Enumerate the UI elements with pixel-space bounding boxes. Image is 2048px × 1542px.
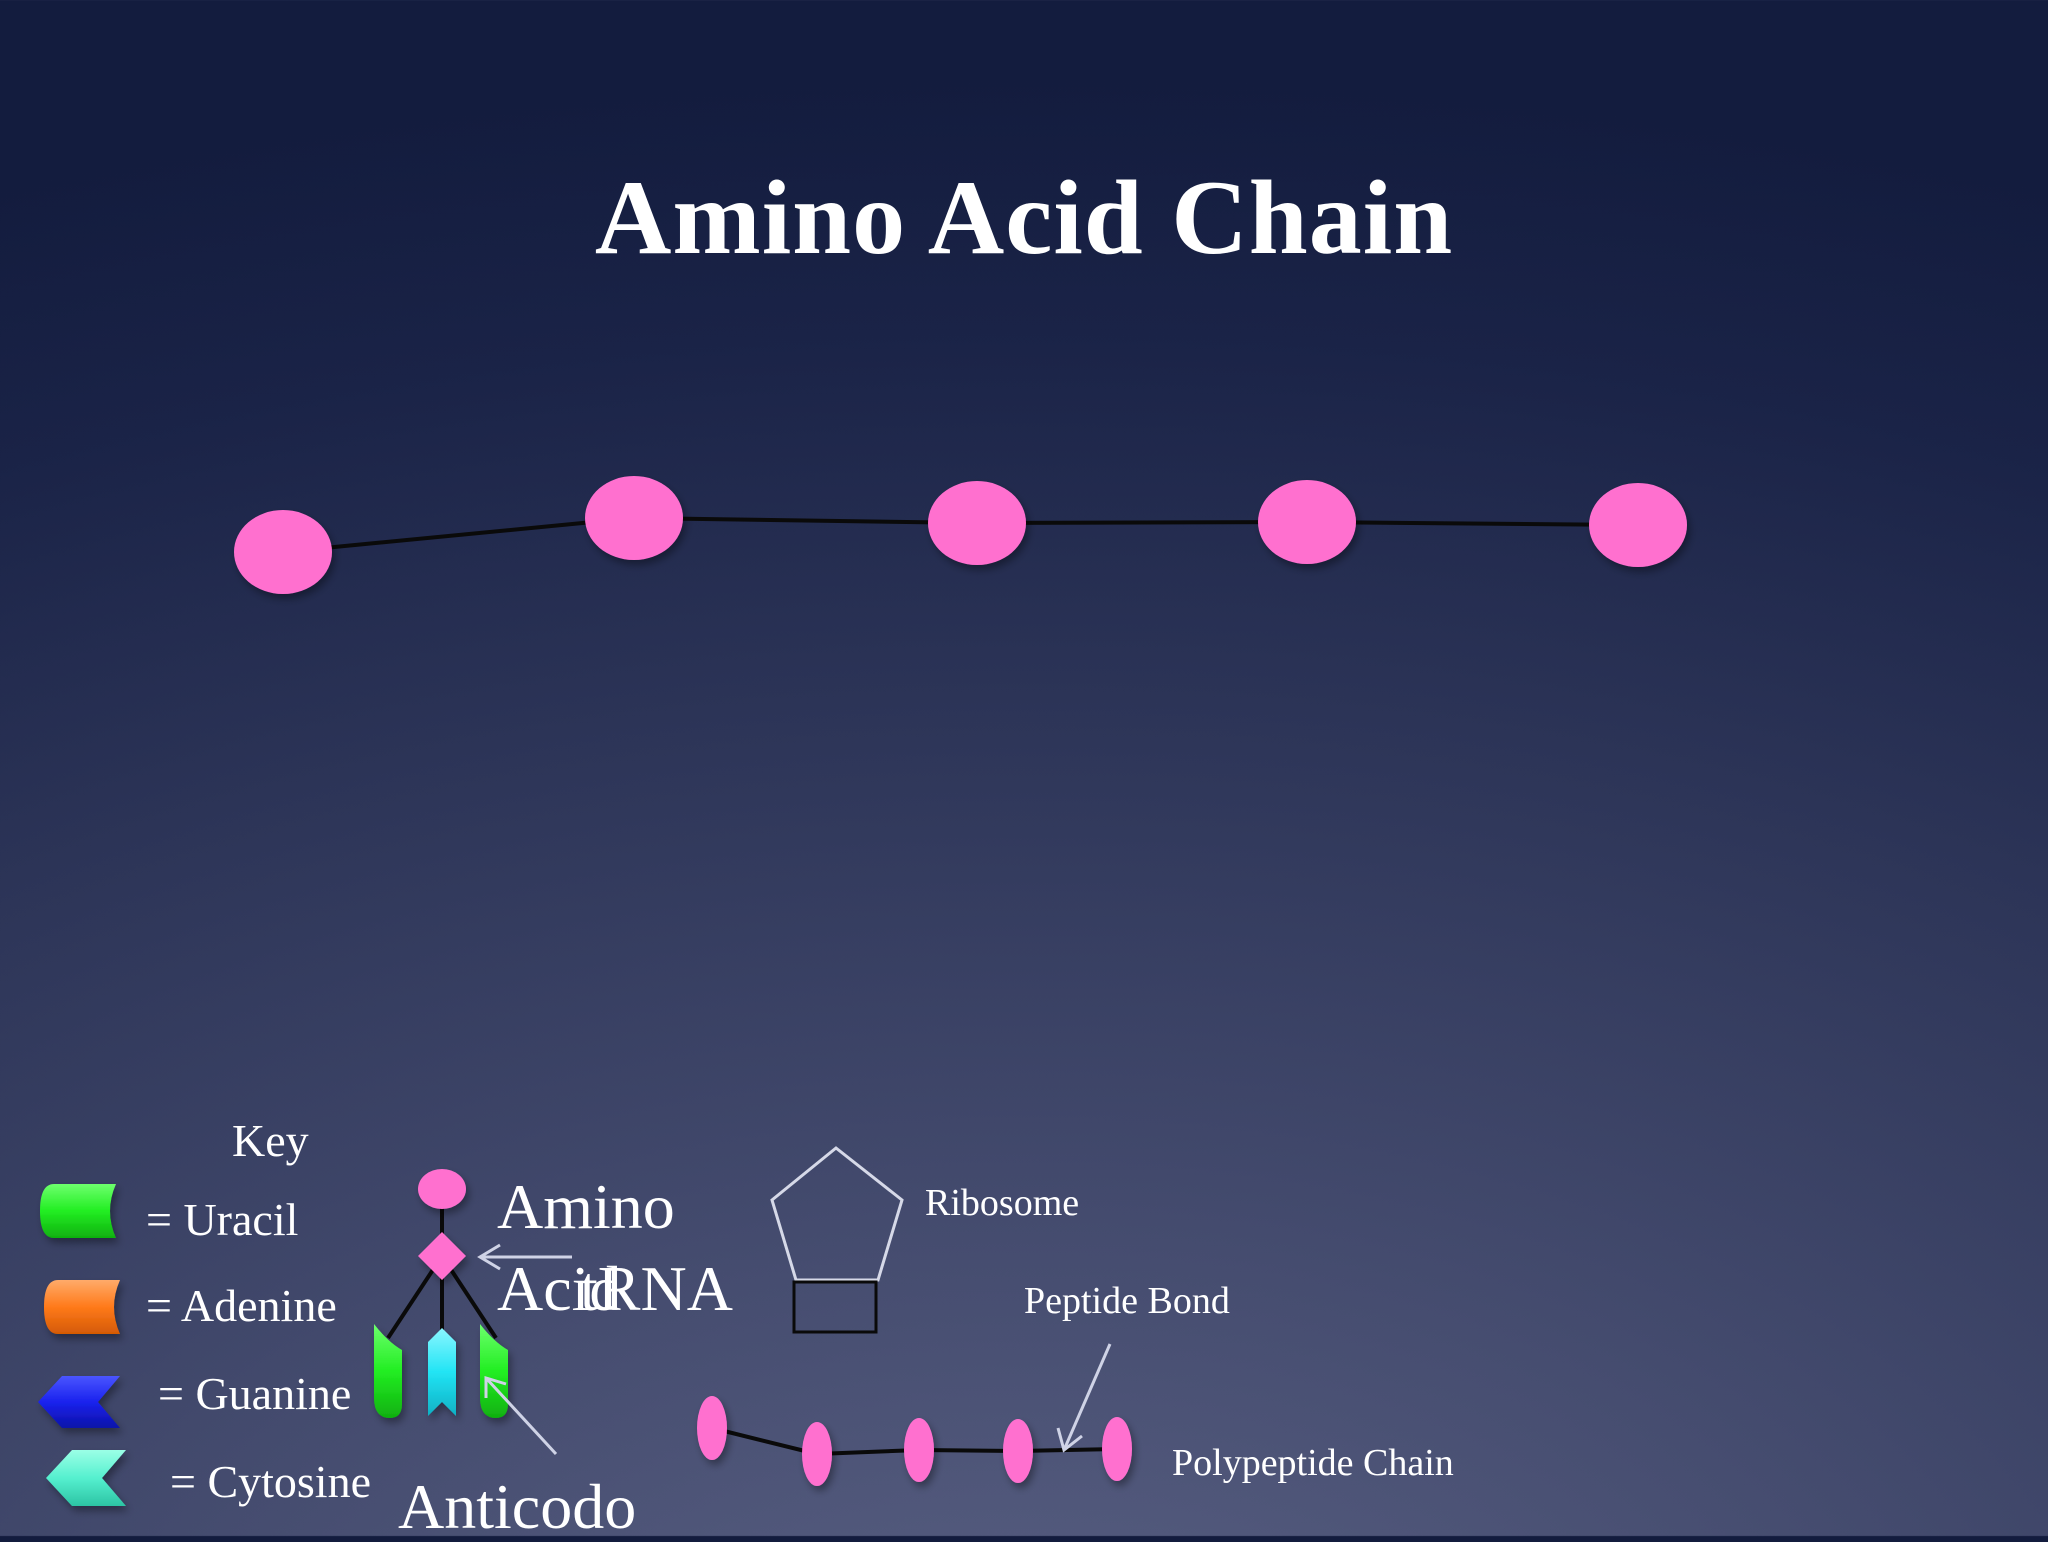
anticodon-arrow [484, 1375, 558, 1456]
polypeptide-bond [711, 1426, 818, 1456]
amino-acid [928, 481, 1026, 565]
amino-acid-label-line1: Amino [497, 1171, 675, 1242]
polypeptide-bond [918, 1448, 1019, 1453]
polypeptide-amino-acid [802, 1422, 832, 1486]
ribosome-figure [770, 1146, 904, 1334]
polypeptide-bond [816, 1448, 920, 1456]
uracil-swatch [40, 1184, 116, 1238]
key-swatches [38, 1184, 126, 1506]
trna-arrow [477, 1243, 572, 1271]
anticodon-cytosine-middle [428, 1328, 456, 1416]
polypeptide-bond [1017, 1447, 1118, 1453]
amino-acid [1258, 480, 1356, 564]
trna-label: tRNA [580, 1253, 733, 1324]
amino-acid [234, 510, 332, 594]
polypeptide-amino-acid [904, 1418, 934, 1482]
trna-amino-acid [418, 1169, 466, 1209]
main-chain-bonds [282, 516, 1639, 554]
cytosine-swatch [46, 1450, 126, 1506]
trna-figure [374, 1169, 572, 1456]
anticodon-label: Anticodo [398, 1471, 637, 1542]
peptide-bond [282, 516, 635, 554]
ribosome-box [792, 1280, 878, 1334]
ribosome-label: Ribosome [925, 1182, 1080, 1224]
peptide-bond [976, 520, 1308, 525]
polypeptide-amino-acid [697, 1396, 727, 1460]
polypeptide-amino-acid [1102, 1417, 1132, 1481]
main-chain [234, 476, 1687, 594]
anticodon-uracil-left [374, 1324, 402, 1418]
polypeptide-chain-label: Polypeptide Chain [1172, 1442, 1454, 1484]
peptide-bond [1306, 520, 1639, 527]
key-title: Key [232, 1115, 309, 1166]
key-uracil-label: = Uracil [146, 1194, 299, 1245]
key-guanine-label: = Guanine [158, 1368, 352, 1419]
ribosome-pentagon [770, 1146, 904, 1282]
key-cytosine-label: = Cytosine [170, 1456, 372, 1507]
polypeptide-chain [697, 1396, 1132, 1486]
peptide-bond-label: Peptide Bond [1024, 1280, 1230, 1322]
polypeptide-bonds [711, 1426, 1118, 1456]
polypeptide-amino-acid [1003, 1419, 1033, 1483]
peptide-bond [633, 516, 978, 525]
amino-acid [585, 476, 683, 560]
guanine-swatch [38, 1376, 120, 1428]
amino-acid [1589, 483, 1687, 567]
page-title: Amino Acid Chain [594, 159, 1454, 276]
peptide-bond-arrow [1056, 1343, 1112, 1453]
trna-binding-site [418, 1232, 466, 1280]
amino-acid-label-line2: Acid [497, 1253, 622, 1324]
key-adenine-label: = Adenine [146, 1280, 337, 1331]
adenine-swatch [44, 1280, 120, 1334]
